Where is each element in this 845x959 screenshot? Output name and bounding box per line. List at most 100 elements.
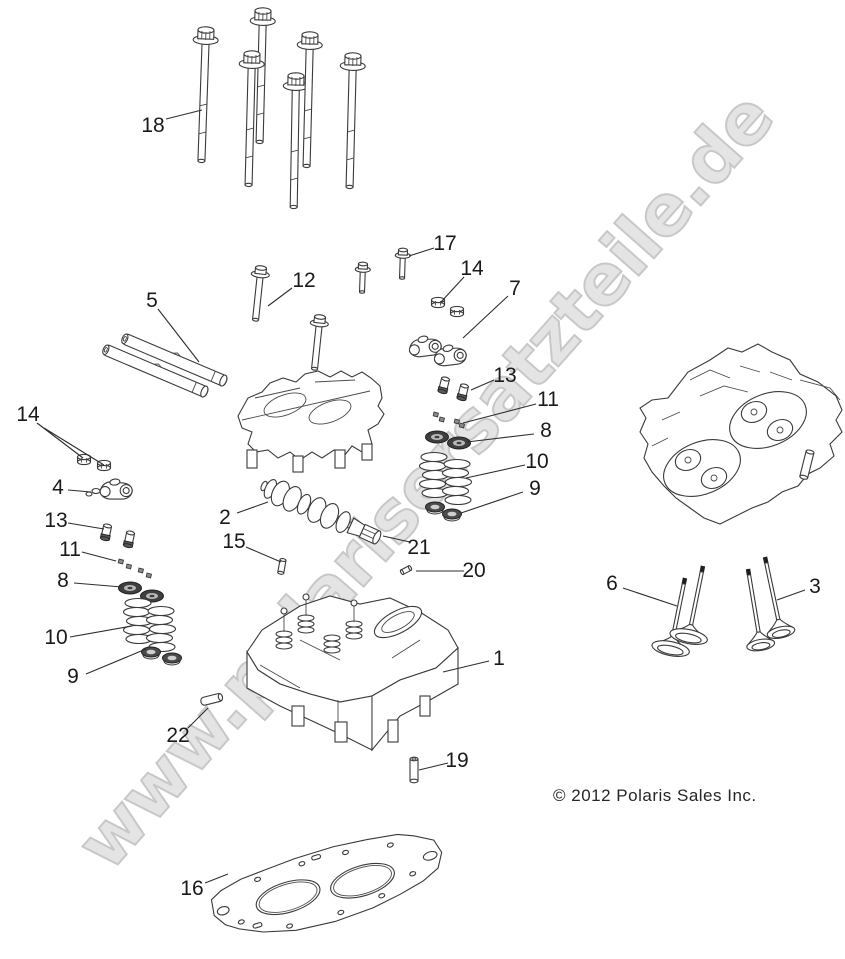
callout-9: 9: [67, 665, 79, 688]
callout-7: 7: [509, 277, 521, 300]
leader-line-14: [43, 427, 105, 466]
callout-1: 1: [493, 647, 505, 670]
head-bolts-group: [188, 6, 367, 210]
dowel-pin-19: [409, 756, 419, 784]
leader-line-11: [81, 551, 117, 562]
leader-line-10: [69, 625, 133, 638]
carrier-bolt-short: [393, 247, 412, 280]
cylinder-head-assembled-view: [639, 343, 843, 525]
callout-9: 9: [529, 477, 541, 500]
leader-line-17: [408, 247, 435, 257]
spring-retainer: [447, 436, 471, 450]
leader-line-14: [440, 276, 465, 303]
single-rocker-arm: [76, 453, 134, 503]
callout-11: 11: [59, 538, 81, 561]
copyright-notice: © 2012 Polaris Sales Inc.: [553, 786, 757, 805]
leader-line-21: [382, 535, 411, 543]
head-gasket: [210, 833, 443, 933]
callout-11: 11: [537, 388, 559, 411]
leader-line-12: [267, 287, 293, 307]
callout-10: 10: [44, 626, 67, 649]
callout-6: 6: [606, 572, 618, 595]
cylinder-head-main: [246, 593, 459, 752]
callout-20: 20: [462, 559, 485, 582]
spring-retainer: [118, 581, 142, 595]
intake-valve: [668, 561, 723, 648]
callout-21: 21: [407, 536, 430, 559]
spring-seat: [162, 652, 182, 666]
leader-line-16: [204, 873, 229, 884]
spring-seat: [442, 508, 462, 522]
leader-line-13: [470, 379, 495, 391]
rocker-arms-assembly: [406, 296, 469, 371]
small-pin-15: [277, 557, 287, 575]
leader-line-10: [465, 464, 526, 479]
leader-line-8: [73, 582, 123, 588]
carrier-bolt-long: [304, 313, 330, 372]
carrier-bolt-short: [353, 261, 372, 294]
callout-17: 17: [433, 232, 456, 255]
cam-carrier-housing: [237, 370, 385, 473]
valve-cap: [122, 529, 137, 549]
spring-seat: [425, 501, 445, 515]
callout-8: 8: [540, 419, 552, 442]
callout-4: 4: [52, 476, 64, 499]
callout-8: 8: [57, 569, 69, 592]
callout-14: 14: [16, 403, 40, 426]
leader-line-5: [157, 308, 200, 363]
callout-2: 2: [219, 506, 231, 529]
valve-keeper: [137, 567, 144, 574]
intake-valve: [650, 573, 705, 660]
callout-5: 5: [146, 289, 158, 312]
spring-retainer: [425, 430, 449, 444]
valve-spring: [441, 458, 473, 506]
valve-train-right-group: [418, 375, 473, 522]
valves-group: [650, 553, 797, 660]
carrier-bolt-long: [245, 264, 271, 323]
head-top-springs: [275, 593, 363, 654]
leader-line-1: [442, 660, 490, 673]
dowel-pin-22: [200, 692, 224, 706]
leader-line-8: [466, 433, 535, 443]
head-bolt: [188, 25, 220, 164]
callout-22: 22: [166, 724, 189, 747]
valve-keeper: [145, 572, 152, 579]
valve-keeper: [432, 411, 439, 418]
leader-line-19: [418, 762, 449, 771]
callout-10: 10: [525, 450, 548, 473]
carrier-bolts-group: [245, 247, 412, 372]
valve-cap: [99, 522, 114, 542]
leader-line-6: [622, 587, 678, 607]
valve-keeper: [453, 418, 460, 425]
valve-train-left-group: [99, 522, 182, 666]
adjuster-nut: [449, 305, 465, 318]
valve-keeper: [125, 563, 132, 570]
callout-18: 18: [141, 114, 164, 137]
leader-line-9: [85, 648, 147, 675]
spring-seat: [141, 646, 161, 660]
small-pin-20: [399, 565, 413, 576]
head-bolt: [336, 51, 367, 190]
leader-lines: [36, 109, 806, 884]
valve-cap: [455, 382, 470, 402]
leader-line-18: [165, 109, 203, 120]
adjuster-nut: [430, 296, 446, 309]
valve-keeper: [458, 422, 465, 429]
leader-line-9: [460, 491, 524, 514]
leader-line-15: [245, 546, 282, 563]
callout-14: 14: [460, 257, 484, 280]
callout-13: 13: [493, 364, 516, 387]
leader-line-13: [67, 522, 105, 530]
leader-line-22: [187, 707, 209, 729]
valve-spring: [145, 605, 177, 653]
rocker-shafts-group: [100, 330, 230, 399]
leader-line-11: [462, 403, 537, 424]
callout-3: 3: [809, 575, 821, 598]
valve-keeper: [117, 558, 124, 565]
callout-15: 15: [222, 530, 245, 553]
callout-16: 16: [180, 877, 203, 900]
callout-12: 12: [292, 269, 315, 292]
valve-keeper: [438, 416, 445, 423]
